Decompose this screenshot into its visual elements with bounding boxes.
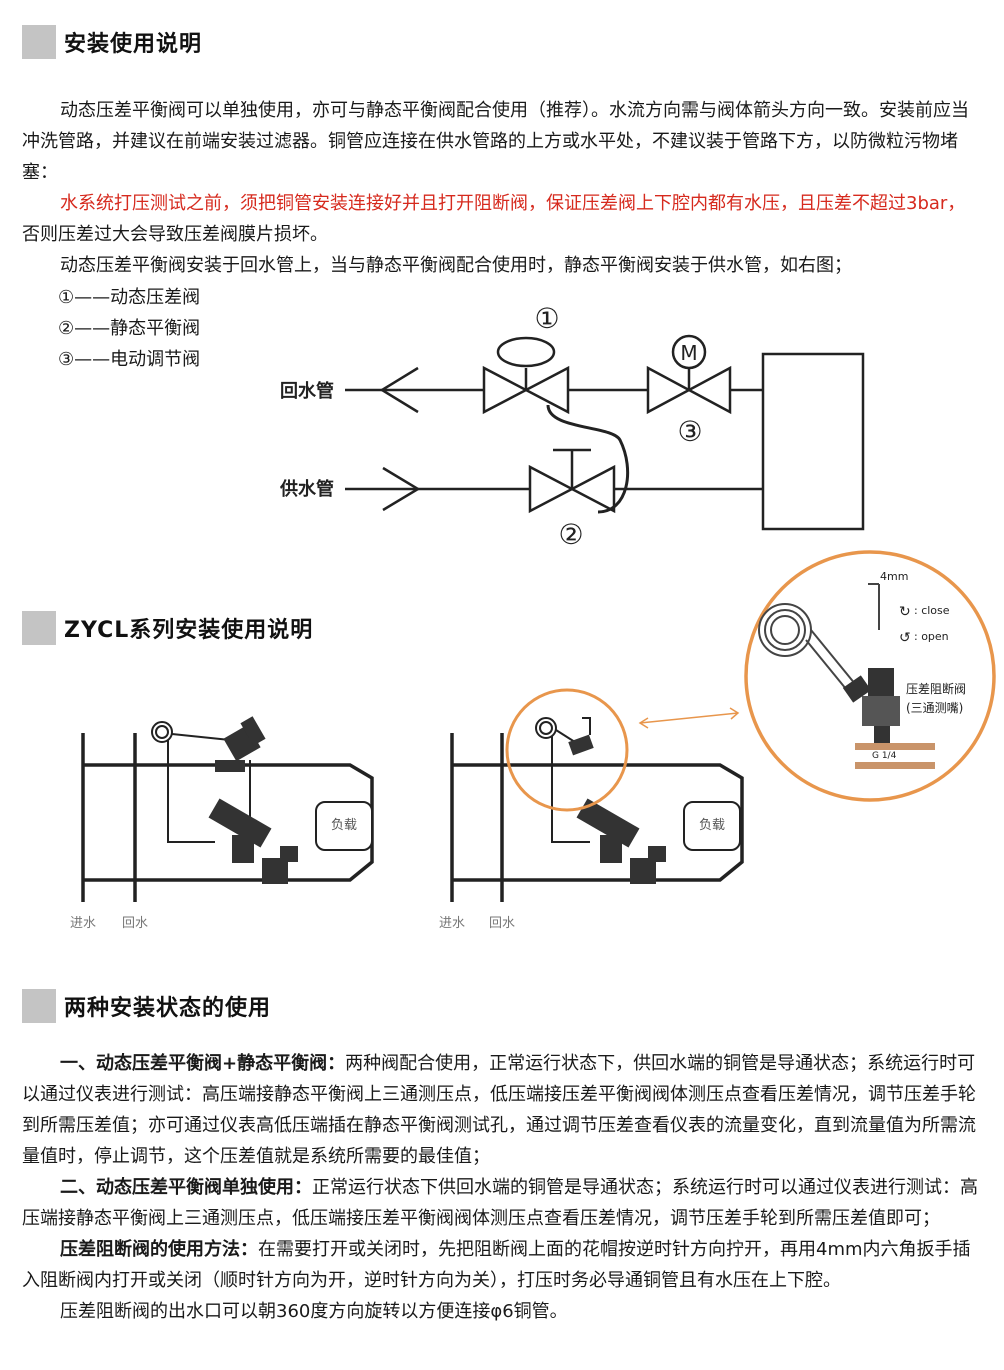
valve-number-3: ③: [677, 415, 702, 448]
usage-heading-1: 一、动态压差平衡阀+静态平衡阀：: [60, 1053, 346, 1074]
inlet-label-left: 进水: [70, 916, 96, 931]
usage-paragraph-2: 二、动态压差平衡阀单独使用：正常运行状态下供回水端的铜管是导通状态；系统运行时可…: [22, 1172, 982, 1234]
rotate-open-icon: ↺: [899, 630, 911, 646]
highlight-circle: [505, 688, 629, 812]
legend-item-2: ②——静态平衡阀: [58, 318, 201, 339]
open-direction-label: : open: [914, 630, 949, 643]
load-label-left: 负载: [331, 818, 357, 833]
close-direction-label: : close: [914, 604, 950, 617]
install-paragraph-1: 动态压差平衡阀可以单独使用，亦可与静态平衡阀配合使用（推荐）。水流方向需与阀体箭…: [22, 100, 969, 183]
install-paragraph-3: 动态压差平衡阀安装于回水管上，当与静态平衡阀配合使用时，静态平衡阀安装于供水管，…: [60, 255, 852, 276]
return-label-right: 回水: [489, 916, 515, 931]
figure-left: [81, 721, 374, 902]
zoom-arrow-icon: [638, 707, 740, 729]
usage-text-2: 正常运行状态下供回水端的铜管是导通状态；系统运行时可以通过仪表进行测试：高压端接…: [22, 1177, 978, 1229]
usage-paragraph-3: 压差阻断阀的使用方法：在需要打开或关闭时，先把阻断阀上面的花帽按逆时针方向拧开，…: [22, 1234, 982, 1296]
return-label-left: 回水: [122, 916, 148, 931]
valve-number-1: ①: [534, 302, 559, 335]
valve-label-1: 压差阻断阀: [906, 681, 966, 696]
install-paragraph-2: 水系统打压测试之前，须把铜管安装连接好并且打开阻断阀，保证压差阀上下腔内都有水压…: [22, 188, 982, 250]
section-title: 安装使用说明: [64, 32, 203, 57]
usage-paragraphs: 一、动态压差平衡阀+静态平衡阀：两种阀配合使用，正常运行状态下，供回水端的铜管是…: [22, 1048, 982, 1327]
rotate-close-icon: ↻: [899, 604, 911, 620]
usage-text-3: 在需要打开或关闭时，先把阻断阀上面的花帽按逆时针方向拧开，再用4mm内六角扳手插…: [22, 1239, 971, 1291]
section-header-usage: 两种安装状态的使用: [22, 988, 271, 1024]
section-title: 两种安装状态的使用: [64, 996, 272, 1021]
thread-label: G 1/4: [872, 751, 897, 761]
valve-number-2: ②: [558, 518, 583, 551]
return-pipe-label: 回水管: [280, 380, 334, 402]
section-marker: [22, 611, 56, 645]
section-header-zycl: ZYCL系列安装使用说明: [22, 610, 313, 646]
usage-text-1: 两种阀配合使用，正常运行状态下，供回水端的铜管是导通状态；系统运行时可以通过仪表…: [22, 1053, 976, 1167]
install-paragraphs: 动态压差平衡阀可以单独使用，亦可与静态平衡阀配合使用（推荐）。水流方向需与阀体箭…: [22, 95, 982, 281]
installation-figures: 负载 进水 回水 负载 进水 回水: [70, 550, 996, 931]
usage-paragraph-4: 压差阻断阀的出水口可以朝360度方向旋转以方便连接φ6铜管。: [60, 1301, 568, 1322]
usage-heading-2: 二、动态压差平衡阀单独使用：: [60, 1177, 312, 1198]
warning-text: 水系统打压测试之前，须把铜管安装连接好并且打开阻断阀，保证压差阀上下腔内都有水压…: [60, 193, 966, 214]
legend-item-3: ③——电动调节阀: [58, 349, 201, 370]
usage-paragraph-1: 一、动态压差平衡阀+静态平衡阀：两种阀配合使用，正常运行状态下，供回水端的铜管是…: [22, 1048, 982, 1172]
section-title: ZYCL系列安装使用说明: [64, 618, 314, 643]
section-marker: [22, 989, 56, 1023]
usage-heading-3: 压差阻断阀的使用方法：: [60, 1239, 258, 1260]
size-label: 4mm: [880, 570, 908, 583]
motor-icon: M: [680, 341, 697, 365]
warning-rest: 否则压差过大会导致压差阀膜片损坏。: [22, 224, 328, 245]
load-label-right: 负载: [699, 818, 725, 833]
inlet-label-right: 进水: [439, 916, 465, 931]
legend-item-1: ①——动态压差阀: [58, 287, 201, 308]
section-marker: [22, 25, 56, 59]
supply-pipe-label: 供水管: [279, 478, 334, 500]
figure-right: [450, 717, 744, 902]
section-header-install: 安装使用说明: [22, 24, 202, 60]
valve-schematic: 回水管 供水管 ① ③ ② M: [279, 302, 865, 551]
valve-label-2: (三通测嘴): [906, 701, 963, 715]
